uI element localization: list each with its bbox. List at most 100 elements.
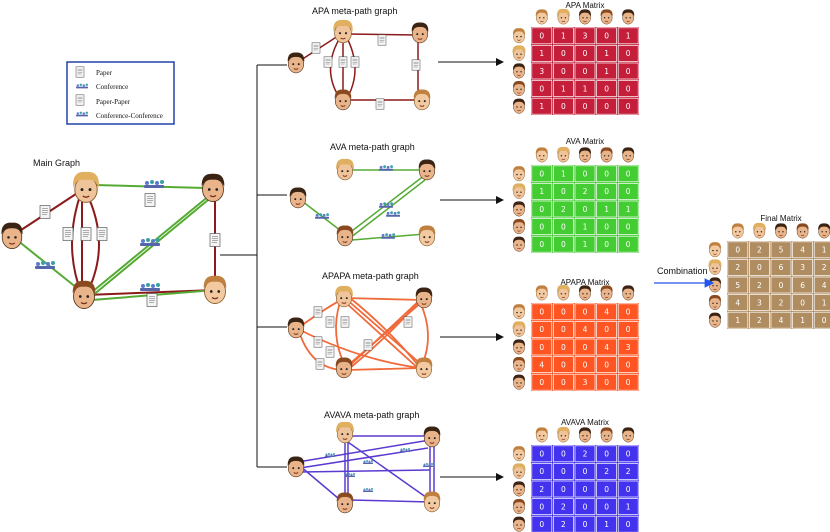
matrix-cell — [574, 183, 596, 200]
matrix-cell — [574, 165, 596, 183]
avava-matrix-body — [531, 445, 639, 532]
author-face-icon — [621, 146, 635, 163]
matrix-cell-value: 0 — [604, 102, 609, 111]
matrix-cell — [617, 338, 639, 356]
matrix-cell-value: 0 — [583, 308, 588, 317]
matrix-cell — [531, 463, 553, 480]
matrix-cell-value: 0 — [539, 325, 544, 334]
matrix-cell-value: 2 — [583, 187, 588, 196]
matrix-cell-value: 0 — [583, 502, 588, 511]
main-graph: Main Graph — [0, 158, 228, 310]
author-face-icon — [708, 258, 722, 276]
matrix-cell — [596, 45, 617, 62]
matrix-cell — [749, 241, 770, 259]
matrix-cell-value: 0 — [561, 240, 566, 249]
matrix-cell-value: 2 — [583, 450, 588, 459]
matrix-cell — [617, 445, 639, 463]
matrix-cell — [553, 445, 574, 463]
matrix-cell-value: 1 — [539, 102, 544, 111]
matrix-cell-value: 0 — [539, 450, 544, 459]
matrix-cell — [531, 80, 553, 97]
matrix-cell-value: 0 — [561, 343, 566, 352]
matrix-cell-value: 4 — [800, 246, 805, 255]
matrix-cell — [531, 183, 553, 200]
author-face-icon — [512, 218, 526, 235]
matrix-cell — [531, 200, 553, 218]
matrix-cell — [596, 373, 617, 391]
matrix-cell — [617, 356, 639, 373]
author-face-icon — [512, 303, 526, 320]
matrix-cell-value: 0 — [604, 170, 609, 179]
matrix-cell-value: 0 — [561, 378, 566, 387]
matrix-cell-value: 2 — [626, 467, 631, 476]
matrix-cell — [574, 445, 596, 463]
author-face-icon — [512, 320, 526, 338]
apapa-graph: APAPA meta-path graph — [287, 271, 433, 379]
matrix-cell-value: 0 — [626, 450, 631, 459]
main-conf-edges — [11, 184, 216, 301]
matrix-cell-value: 3 — [583, 32, 588, 41]
matrix-cell-value: 0 — [604, 450, 609, 459]
matrix-cell-value: 1 — [583, 84, 588, 93]
matrix-cell — [792, 259, 813, 276]
matrix-cell — [617, 45, 639, 62]
matrix-cell-value: 1 — [626, 205, 631, 214]
matrix-cell-value: 2 — [735, 263, 740, 272]
matrix-cell-value: 0 — [604, 502, 609, 511]
matrix-cell — [727, 294, 749, 311]
author-face-icon — [512, 62, 526, 79]
matrix-cell — [617, 97, 639, 115]
matrix-cell-value: 4 — [779, 316, 784, 325]
matrix-cell — [574, 200, 596, 218]
matrix-cell-value: 2 — [757, 316, 762, 325]
matrix-cell-value: 0 — [539, 222, 544, 231]
matrix-cell — [553, 80, 574, 97]
author-face-icon — [752, 222, 767, 239]
matrix-cell-value: 0 — [604, 187, 609, 196]
matrix-cell-value: 0 — [583, 467, 588, 476]
matrix-cell-value: 1 — [822, 298, 827, 307]
matrix-cell — [531, 303, 553, 321]
matrix-cell — [813, 241, 830, 259]
matrix-cell — [749, 276, 770, 294]
matrix-cell-value: 2 — [561, 205, 566, 214]
matrix-cell — [531, 445, 553, 463]
matrix-cell-value: 0 — [626, 485, 631, 494]
matrix-cell — [553, 97, 574, 115]
author-face-icon — [512, 27, 526, 44]
matrix-cell — [596, 235, 617, 253]
matrix-cell-value: 1 — [604, 49, 609, 58]
matrix-cell — [813, 294, 830, 311]
matrix-cell-value: 0 — [561, 102, 566, 111]
matrix-cell — [553, 218, 574, 235]
matrix-cell-value: 1 — [822, 246, 827, 255]
paper-paper-icon — [75, 94, 85, 106]
author-face-icon — [512, 356, 526, 373]
author-face-icon — [556, 284, 571, 301]
matrix-cell — [553, 338, 574, 356]
graph-to-matrix-arrows — [438, 58, 504, 481]
author-face-icon — [708, 312, 722, 328]
matrix-cell — [617, 218, 639, 235]
matrix-cell-value: 0 — [583, 170, 588, 179]
author-face-icon — [512, 462, 526, 480]
author-face-icon — [621, 426, 635, 443]
apapa-matrix-title: APAPA Matrix — [560, 278, 609, 287]
matrix-cell — [574, 235, 596, 253]
matrix-cell — [574, 97, 596, 115]
matrix-cell — [617, 165, 639, 183]
legend-label-paper-paper: Paper-Paper — [96, 98, 131, 106]
matrix-cell — [813, 259, 830, 276]
matrix-cell-value: 0 — [539, 308, 544, 317]
matrix-cell — [531, 498, 553, 515]
matrix-cell — [617, 463, 639, 480]
author-face-icon — [731, 222, 745, 239]
main-graph-title: Main Graph — [33, 158, 80, 168]
matrix-cell — [553, 303, 574, 321]
apapa-graph-title: APAPA meta-path graph — [322, 271, 419, 281]
matrix-cell-value: 1 — [583, 222, 588, 231]
matrix-cell — [749, 311, 770, 329]
author-face-icon — [535, 8, 549, 25]
